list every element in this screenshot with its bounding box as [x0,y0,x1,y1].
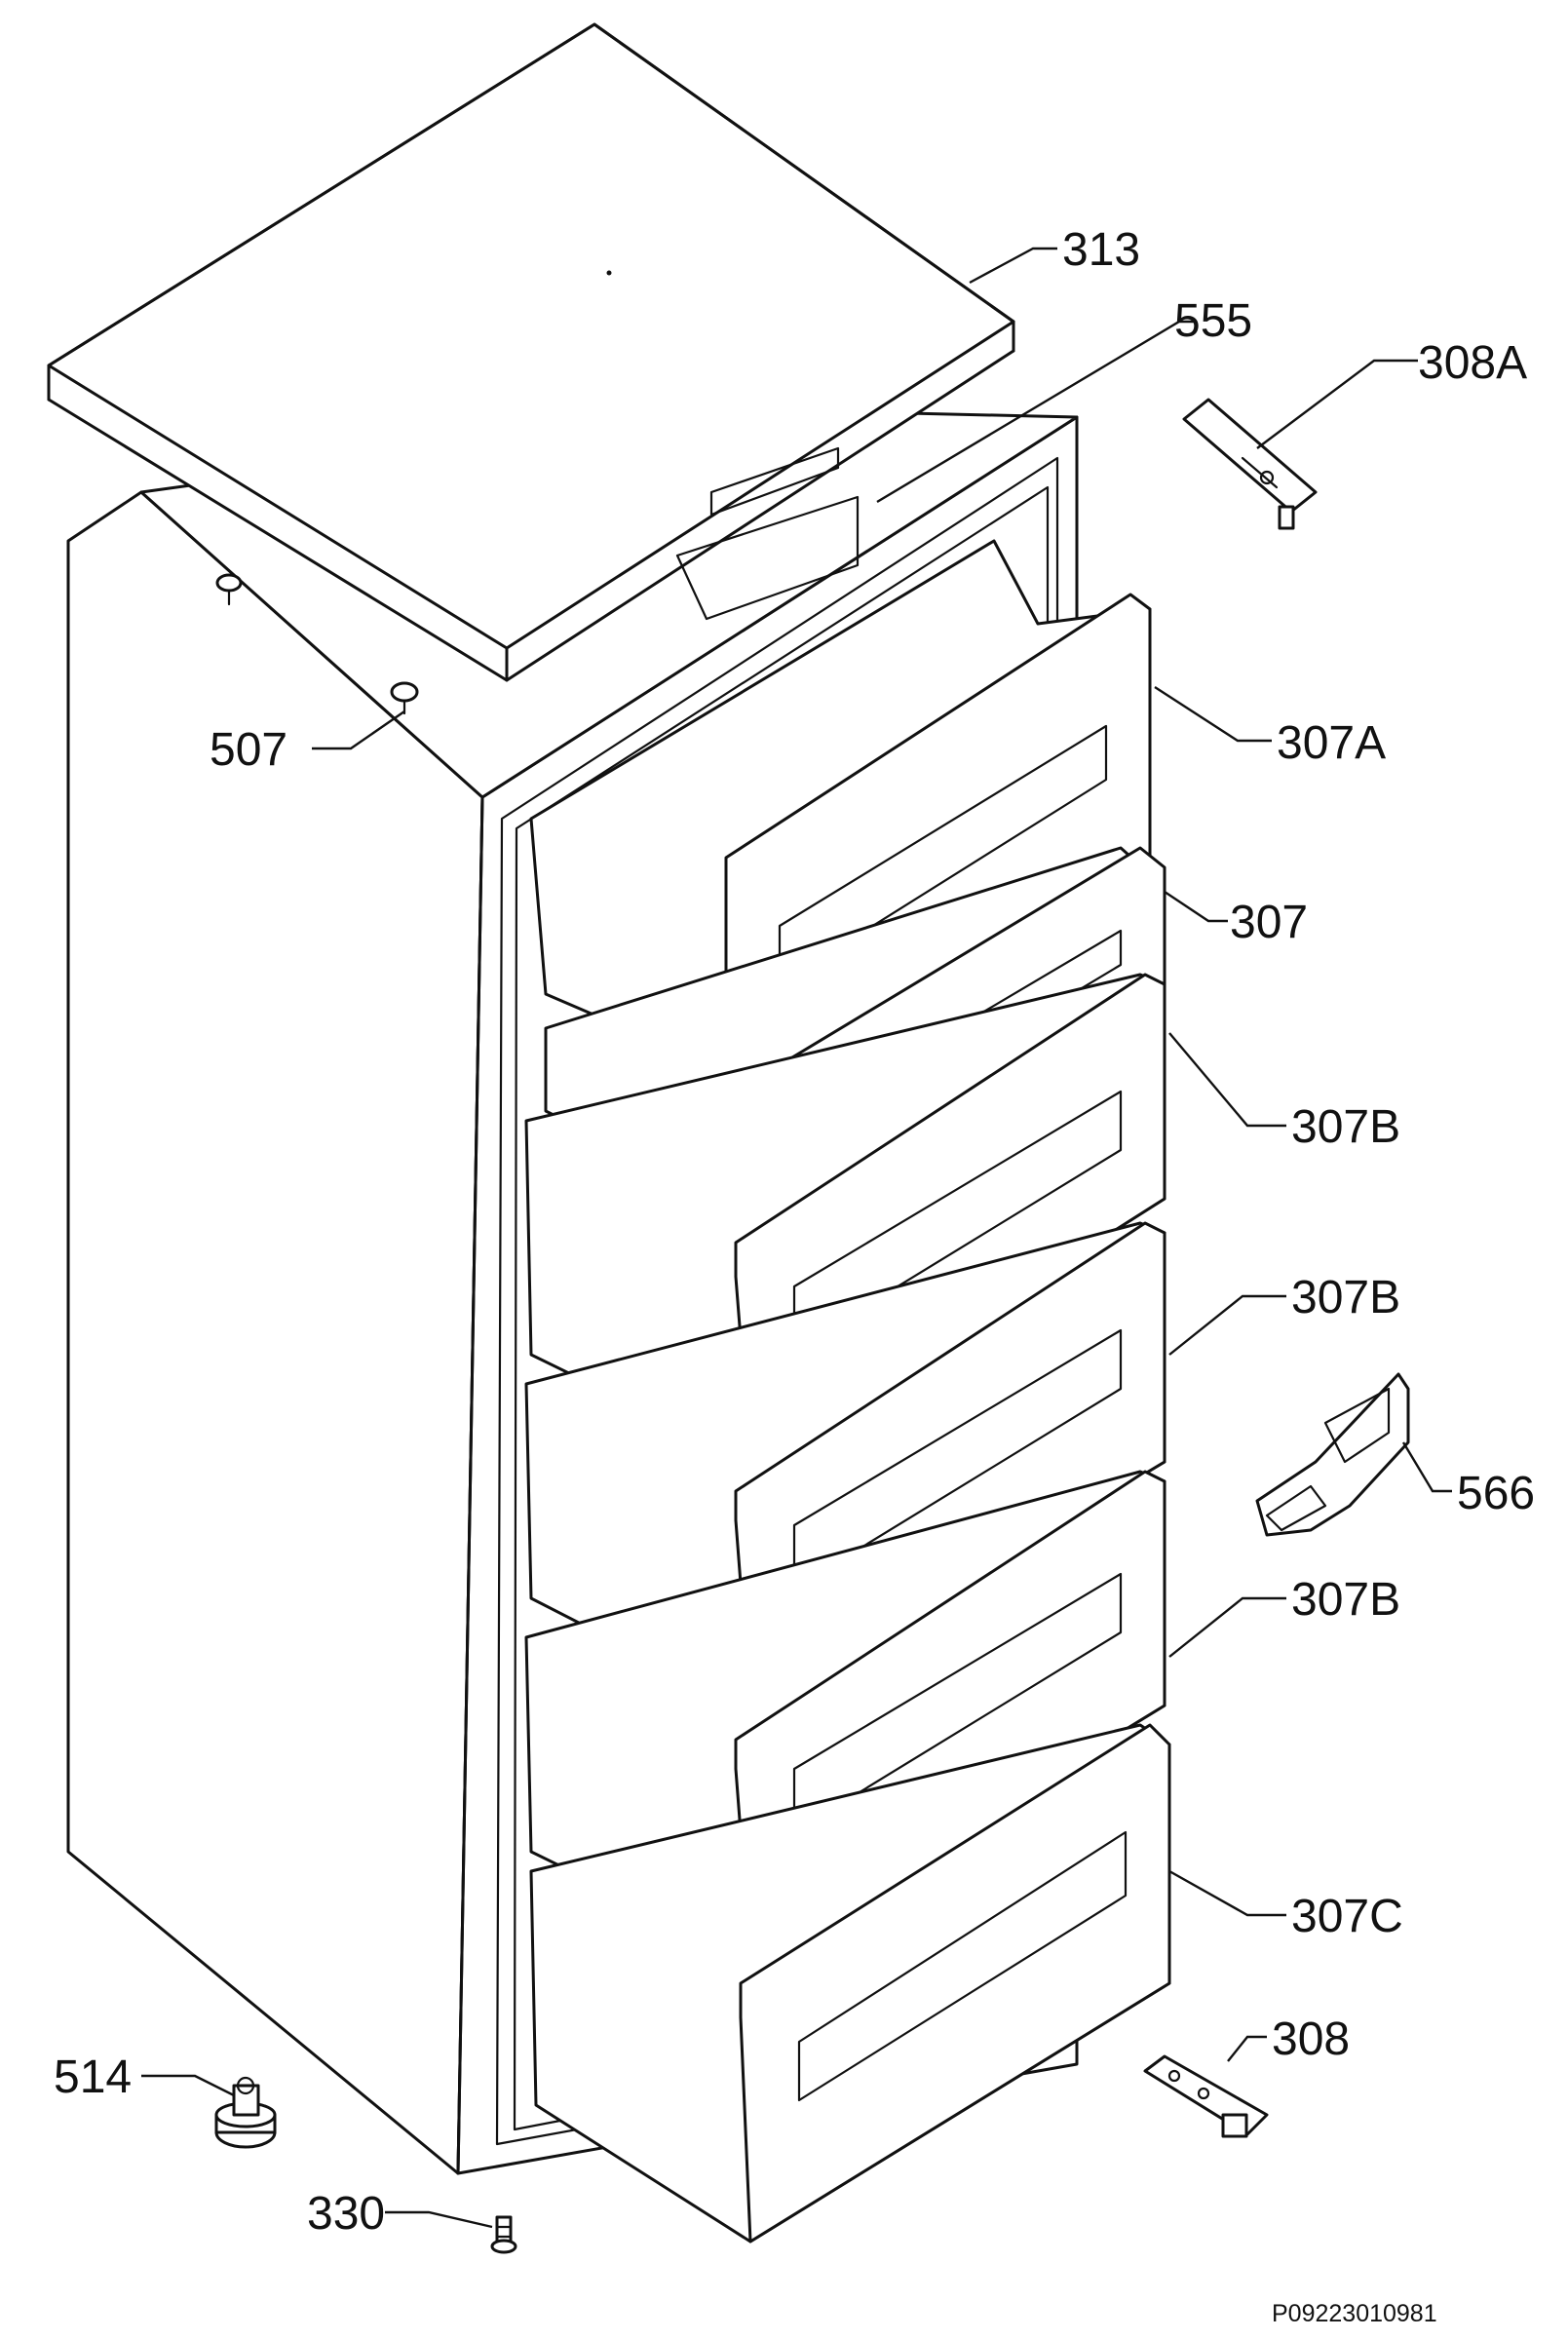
label-307B-2: 307B [1291,1272,1400,1323]
label-308: 308 [1272,2013,1350,2065]
label-307C: 307C [1291,1891,1403,1942]
label-307: 307 [1230,897,1308,948]
screw-507 [215,573,419,715]
adjustable-foot-514 [214,2076,277,2149]
upper-hinge-308A [1182,398,1318,530]
label-566: 566 [1457,1468,1535,1519]
label-313: 313 [1062,224,1140,276]
label-507: 507 [210,724,287,776]
lower-hinge-308 [1143,2054,1269,2138]
top-cover [47,22,1015,682]
top-frame [675,446,860,621]
drawer-307C [529,1723,1171,2243]
bottom-screw-330 [490,2215,517,2254]
label-307B-1: 307B [1291,1101,1400,1153]
leader-lines [141,247,1452,2229]
label-330: 330 [307,2188,385,2240]
part-labels: 313 555 308A 507 307A 307 307B 307B 566 … [54,224,1535,2327]
label-307A: 307A [1277,717,1386,769]
label-555: 555 [1174,295,1252,347]
label-514: 514 [54,2051,132,2103]
label-308A: 308A [1418,337,1527,389]
label-307B-3: 307B [1291,1574,1400,1626]
hinge-cover-566 [1255,1372,1410,1537]
reference-code: P09223010981 [1272,2300,1437,2327]
